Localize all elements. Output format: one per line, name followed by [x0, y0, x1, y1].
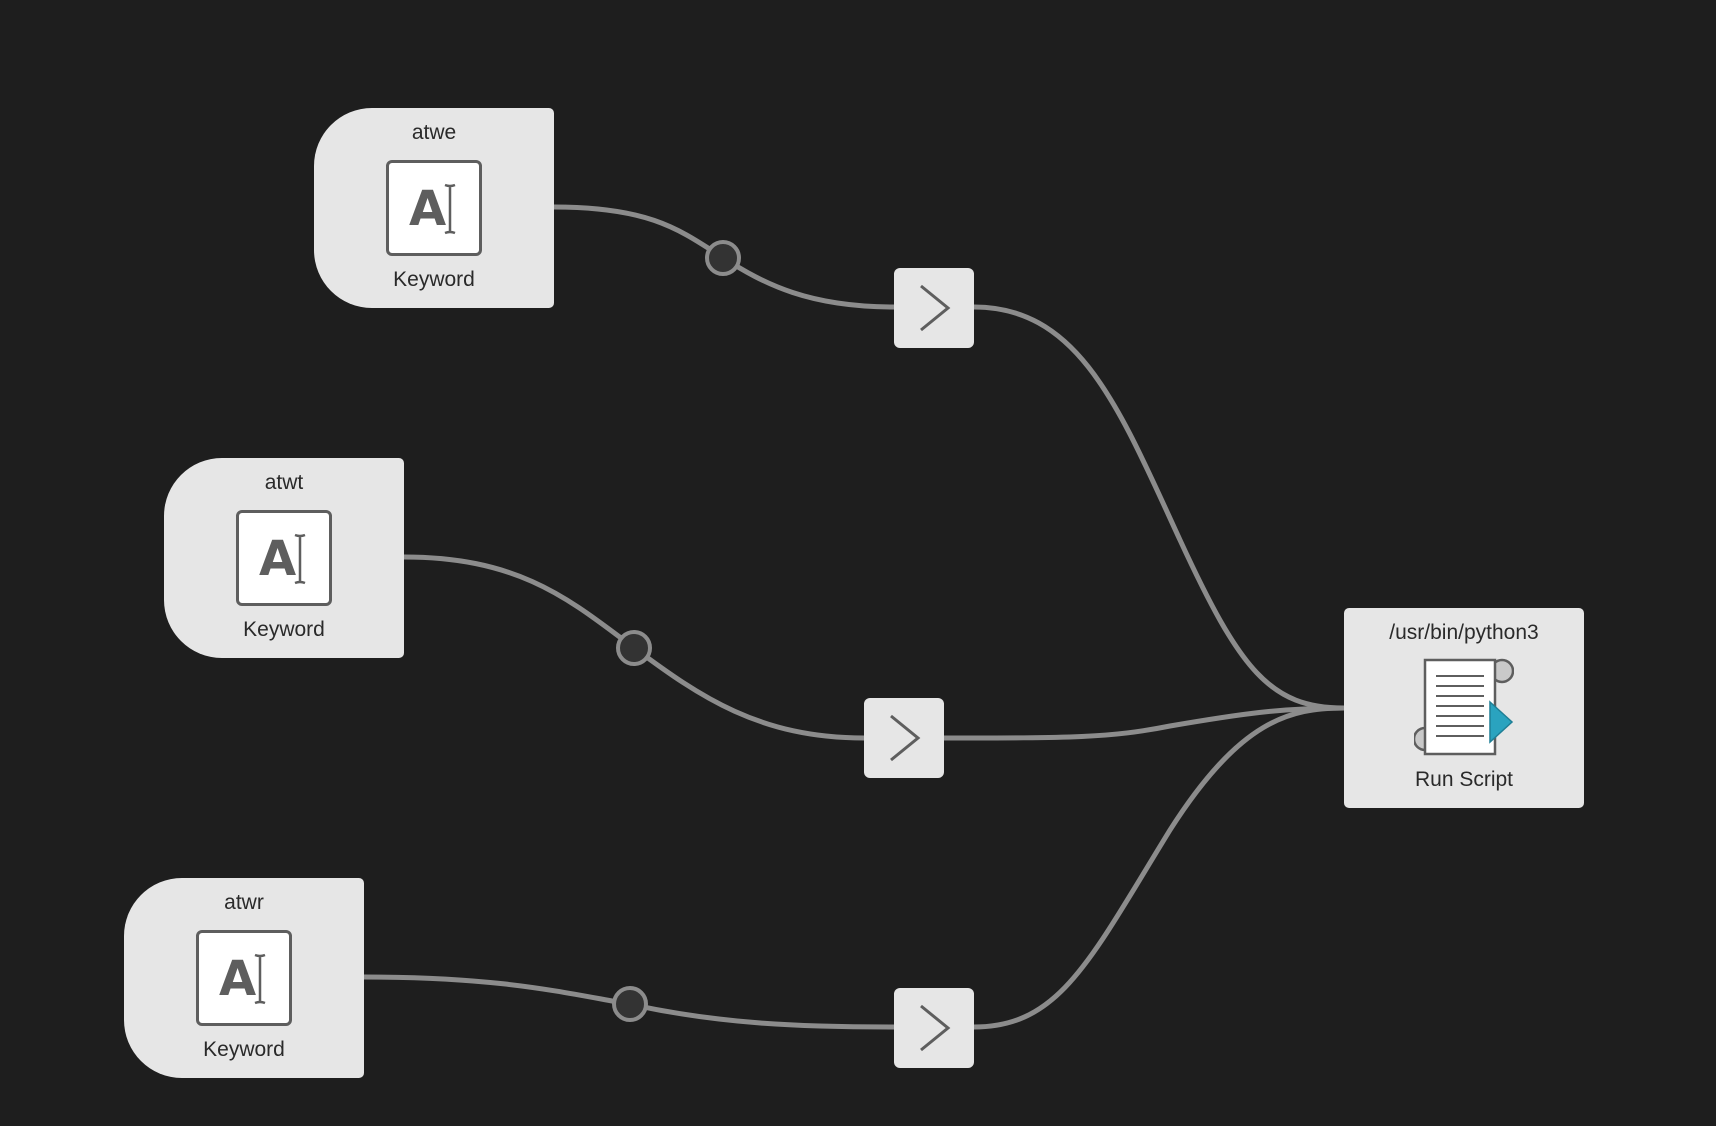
utility-node-2[interactable] [864, 698, 944, 778]
keyword-input-icon: A [236, 510, 332, 606]
node-type-label: Keyword [393, 268, 475, 291]
script-language-path: /usr/bin/python3 [1389, 621, 1539, 644]
connection-handle-k3[interactable] [612, 986, 648, 1022]
run-script-icon [1412, 658, 1515, 762]
chevron-right-icon [920, 1004, 951, 1052]
connection-handle-k2[interactable] [616, 630, 652, 666]
node-type-label: Keyword [243, 618, 325, 641]
keyword-node-atwt[interactable]: atwt A Keyword [164, 458, 404, 658]
connection-u3-a1[interactable] [971, 705, 1347, 1030]
svg-text:A: A [259, 531, 296, 587]
keyword-input-icon: A [386, 160, 482, 256]
connection-u1-a1[interactable] [971, 304, 1347, 711]
node-type-label: Keyword [203, 1038, 285, 1061]
keyword-value: atwe [411, 121, 457, 144]
keyword-input-icon: A [196, 930, 292, 1026]
keyword-node-atwr[interactable]: atwr A Keyword [124, 878, 364, 1078]
svg-text:A: A [409, 181, 446, 237]
chevron-right-icon [920, 284, 951, 332]
keyword-value: atwr [224, 891, 264, 914]
utility-node-1[interactable] [894, 268, 974, 348]
node-type-label: Run Script [1414, 768, 1514, 791]
connection-handle-k1[interactable] [705, 240, 741, 276]
keyword-node-atwe[interactable]: atwe A Keyword [314, 108, 554, 308]
utility-node-3[interactable] [894, 988, 974, 1068]
chevron-right-icon [890, 714, 921, 762]
connection-u2-a1[interactable] [941, 705, 1347, 741]
keyword-value: atwt [264, 471, 304, 494]
run-script-node[interactable]: /usr/bin/python3 Run Script [1344, 608, 1584, 808]
svg-text:A: A [219, 951, 256, 1007]
